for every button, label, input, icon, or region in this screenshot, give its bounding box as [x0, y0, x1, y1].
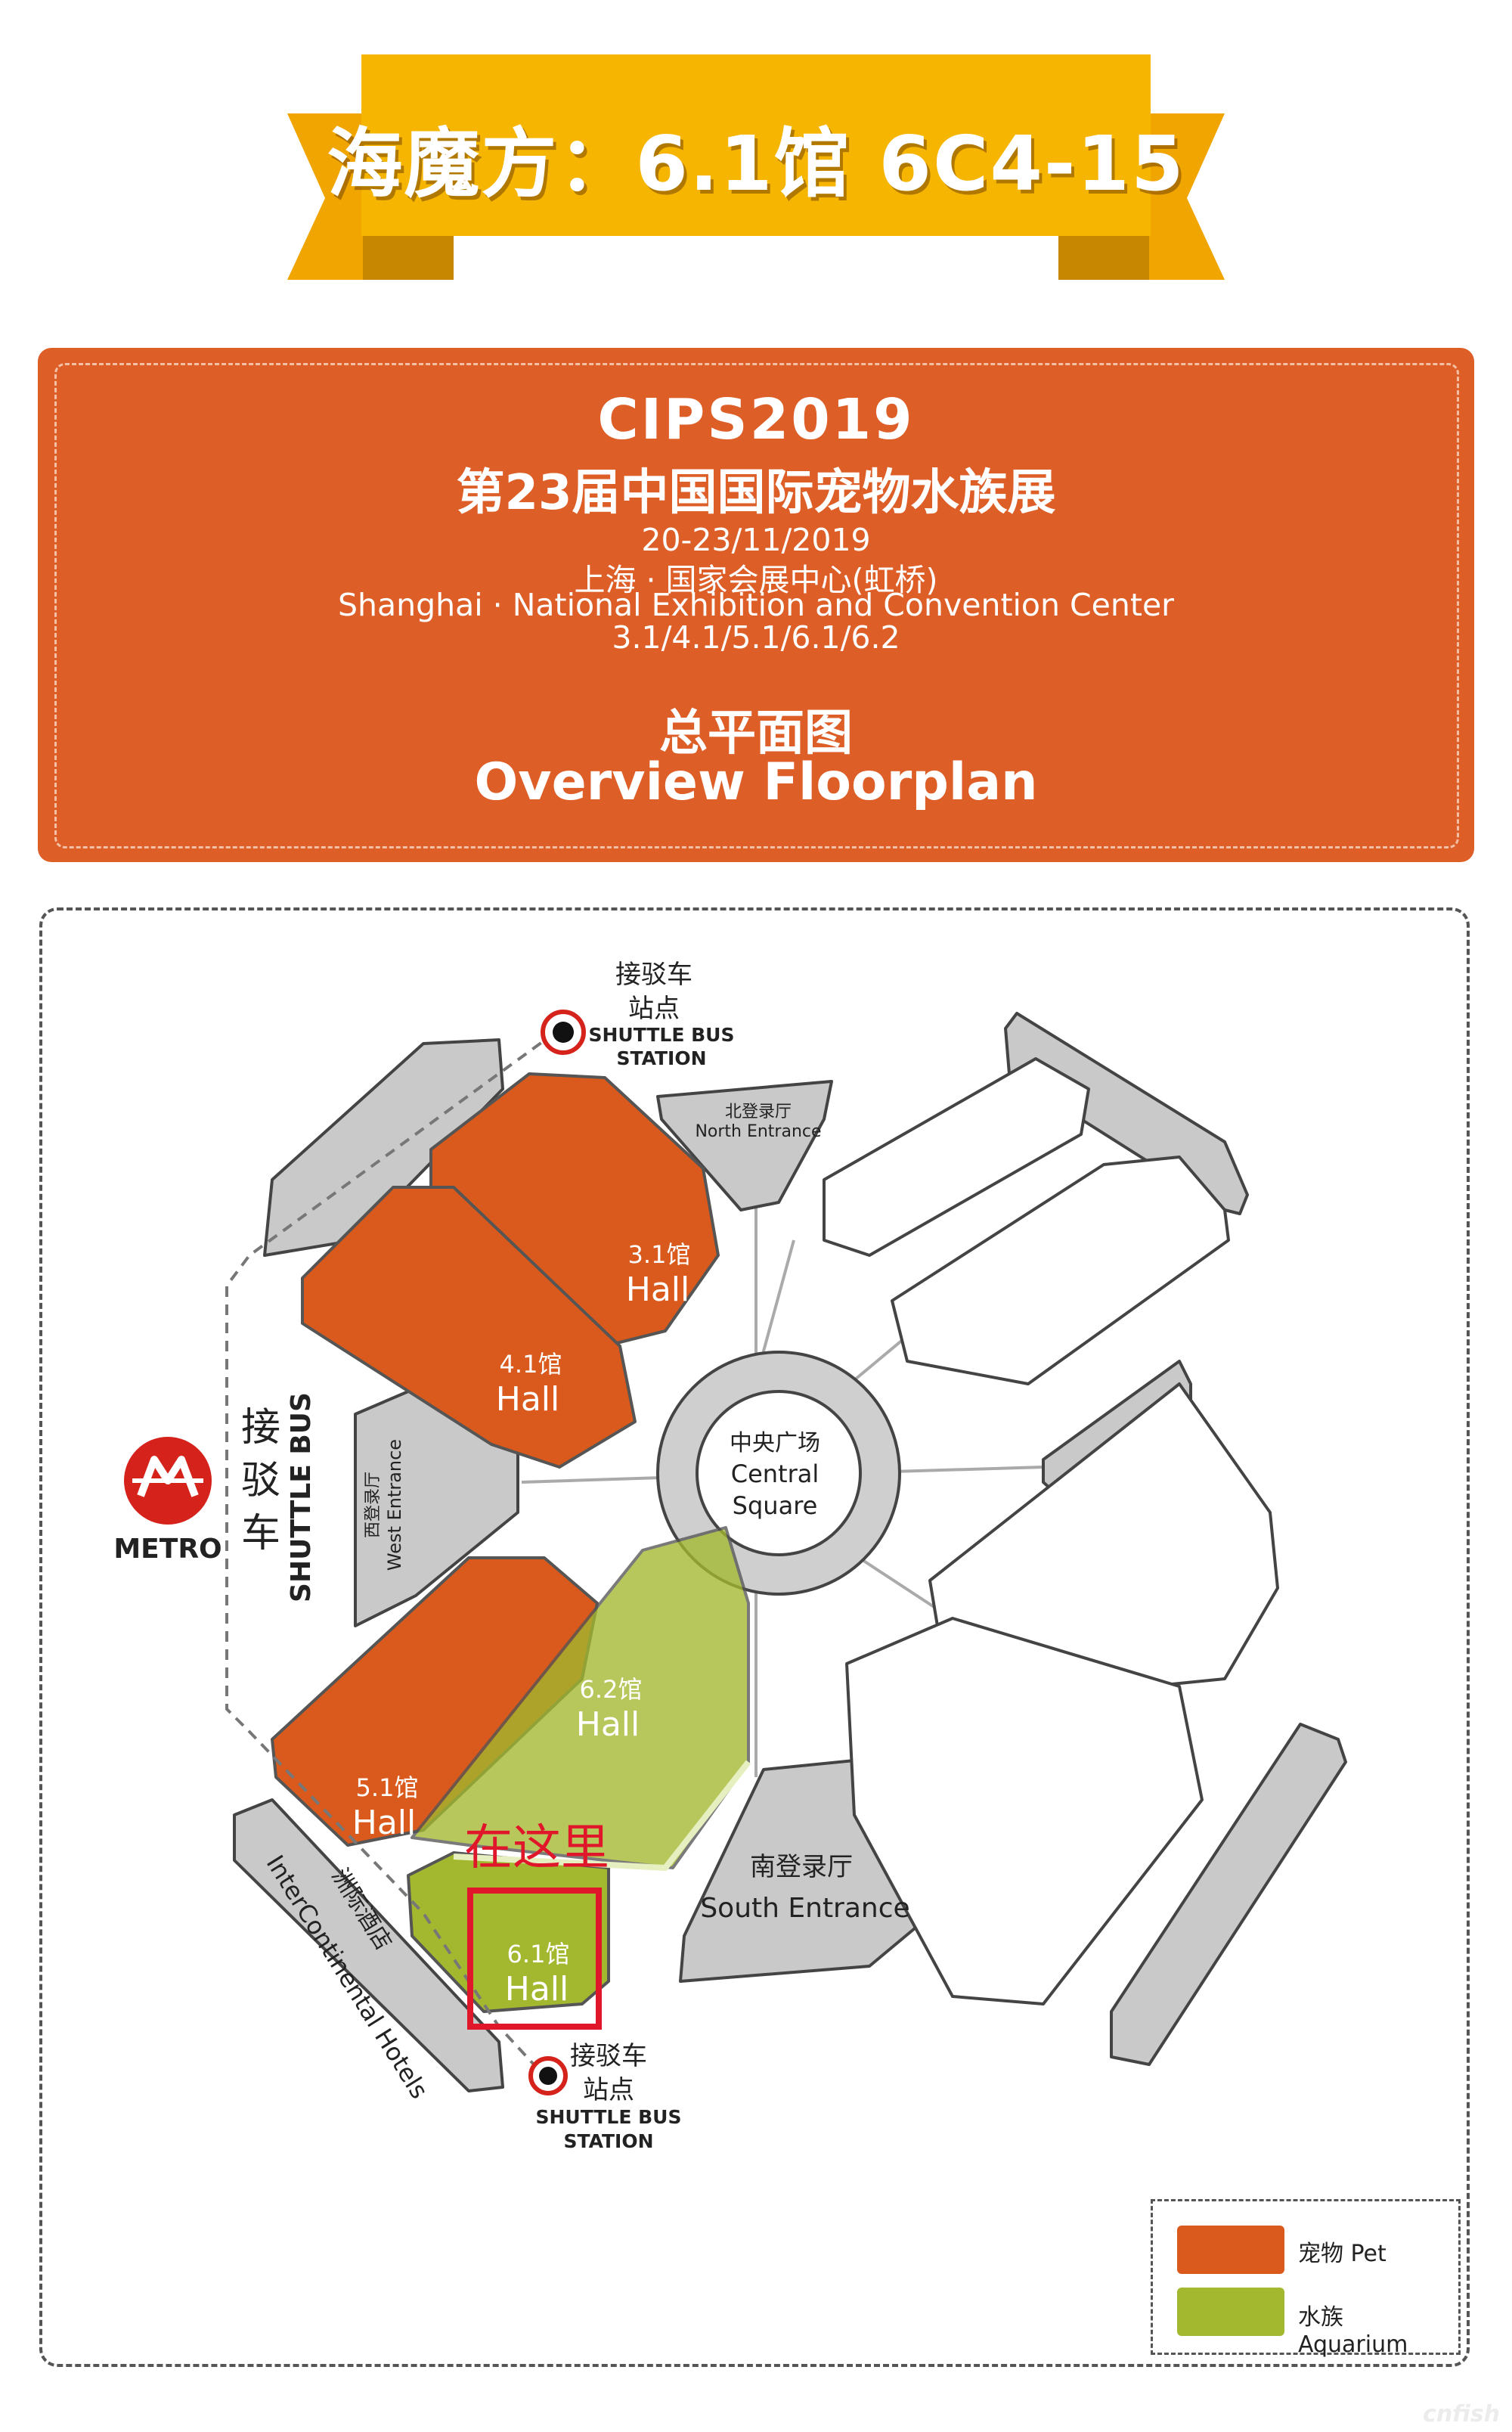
shuttle-route-en: SHUTTLE BUS — [286, 1392, 317, 1602]
shuttle-bottom-en1: SHUTTLE BUS — [536, 2106, 682, 2128]
central-square-en1: Central — [731, 1460, 820, 1488]
hall-5-1-hall: Hall — [352, 1804, 417, 1842]
hall-6-2-hall: Hall — [576, 1705, 640, 1744]
hall-5-1-label: 5.1馆 — [356, 1773, 419, 1802]
west-entrance-en: West Entrance — [384, 1439, 405, 1571]
hall-4-1-hall: Hall — [496, 1380, 560, 1419]
shuttle-route-cn1: 接 — [241, 1405, 280, 1450]
hall-6-2-label: 6.2馆 — [580, 1675, 643, 1704]
hall-4-1-label: 4.1馆 — [500, 1350, 562, 1379]
you-are-here-box — [467, 1888, 602, 2030]
shuttle-bottom-cn2: 站点 — [583, 2075, 634, 2105]
hall-3-1-label: 3.1馆 — [628, 1240, 691, 1269]
shuttle-top-en2: STATION — [616, 1047, 706, 1069]
hall-6-1-hall: Hall — [505, 1970, 569, 2009]
hall-4-1-shape — [301, 1186, 637, 1469]
metro-logo-icon — [124, 1437, 212, 1525]
hall-3-1-hall: Hall — [626, 1270, 690, 1309]
metro-label: METRO — [113, 1534, 222, 1565]
you-are-here-label: 在这里 — [464, 1820, 609, 1876]
watermark: cnfish — [1423, 2401, 1500, 2427]
south-entrance-en: South Entrance — [700, 1893, 909, 1924]
banner-title: 海魔方：6.1馆 6C4-15 — [327, 119, 1185, 208]
legend-pet-swatch — [1177, 2226, 1284, 2274]
shuttle-stop-bottom-icon — [528, 2056, 568, 2095]
shuttle-route-cn3: 车 — [241, 1511, 280, 1556]
event-name: 第23届中国国际宠物水族展 — [456, 465, 1056, 521]
west-entrance-cn: 西登录厅 — [364, 1472, 383, 1538]
shuttle-bottom-en2: STATION — [563, 2130, 653, 2152]
north-entrance-en: North Entrance — [695, 1122, 821, 1141]
map-frame — [39, 907, 1470, 2367]
legend-pet-label: 宠物 Pet — [1298, 2241, 1387, 2267]
event-venue-en: Shanghai · National Exhibition and Conve… — [337, 587, 1175, 623]
pet-halls — [271, 1072, 720, 1847]
central-square-en2: Square — [733, 1491, 818, 1520]
event-dates: 20-23/11/2019 — [641, 522, 871, 558]
event-halls: 3.1/4.1/5.1/6.1/6.2 — [612, 619, 900, 656]
shuttle-route-line — [225, 1031, 557, 2077]
east-halls — [823, 1057, 1279, 2005]
central-square — [656, 1351, 901, 1596]
legend: 宠物 Pet 水族 Aquarium — [1151, 2199, 1461, 2358]
legend-aquarium-swatch — [1177, 2288, 1284, 2336]
legend-aquarium-label: 水族 Aquarium — [1298, 2304, 1408, 2358]
hall-6-2-shape — [411, 1526, 750, 1869]
hall-6-1-label: 6.1馆 — [507, 1940, 570, 1968]
shuttle-stop-top-icon — [541, 1010, 586, 1055]
shuttle-bottom-cn1: 接驳车 — [570, 2041, 647, 2071]
event-brand: CIPS2019 — [597, 387, 915, 452]
south-entrance-cn: 南登录厅 — [750, 1852, 853, 1882]
event-venue-cn: 上海 · 国家会展中心(虹桥) — [574, 562, 938, 598]
floorplan-title-en: Overview Floorplan — [474, 752, 1038, 812]
shuttle-top-en1: SHUTTLE BUS — [589, 1024, 735, 1046]
shuttle-top-cn1: 接驳车 — [615, 960, 692, 990]
banner-ribbon — [287, 54, 1225, 280]
north-entrance-cn: 北登录厅 — [725, 1103, 792, 1121]
floorplan-title-cn: 总平面图 — [659, 706, 853, 762]
event-card-border — [54, 363, 1459, 848]
event-card — [38, 348, 1474, 862]
central-square-cn: 中央广场 — [730, 1430, 820, 1456]
shuttle-route-cn2: 驳 — [241, 1458, 280, 1503]
shuttle-top-cn2: 站点 — [628, 994, 680, 1024]
